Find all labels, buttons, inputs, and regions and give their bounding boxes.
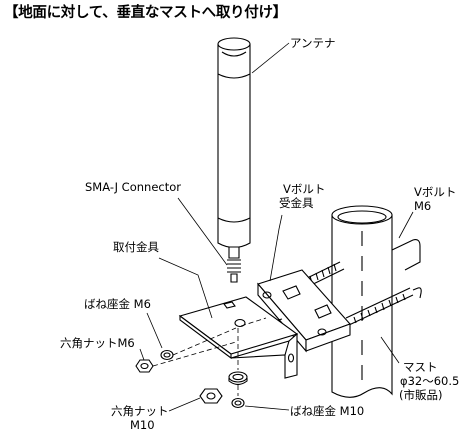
assembly-axes xyxy=(152,317,267,396)
label-mast-line3: (市販品) xyxy=(399,388,443,402)
spring-washer-m10-part xyxy=(228,371,248,386)
label-mast-line2: φ32～60.5 xyxy=(400,374,460,388)
label-hex-nut-m6: 六角ナットM6 xyxy=(60,336,135,350)
label-hex-nut-m10-line1: 六角ナット xyxy=(111,404,169,418)
spring-washer-m6-part xyxy=(160,349,174,361)
hex-nut-m6-part xyxy=(135,359,154,373)
label-spring-washer-m6: ばね座金 M6 xyxy=(84,297,151,311)
mast-pipe xyxy=(331,205,393,398)
hex-nut-m10-part xyxy=(199,388,223,404)
label-mount-bracket: 取付金具 xyxy=(113,240,159,254)
leader-lines xyxy=(139,42,414,412)
diagram-title: 【地面に対して、垂直なマストへ取り付け】 xyxy=(4,5,287,21)
label-v-bolt-m6-line1: Vボルト xyxy=(414,185,457,199)
label-spring-washer-m10: ばね座金 M10 xyxy=(290,404,365,418)
label-sma-connector: SMA-J Connector xyxy=(85,180,181,194)
spring-washer-m10-small-part xyxy=(231,397,245,409)
label-antenna: アンテナ xyxy=(290,36,336,50)
antenna xyxy=(217,37,251,283)
label-v-bolt-receiver-line2: 受金具 xyxy=(279,196,314,210)
v-bolt-lower xyxy=(345,287,422,326)
label-mast-line1: マスト xyxy=(403,360,438,374)
label-v-bolt-m6-line2: M6 xyxy=(414,199,432,213)
label-v-bolt-receiver-line1: Vボルト xyxy=(283,182,326,196)
label-hex-nut-m10-line2: M10 xyxy=(130,418,155,432)
